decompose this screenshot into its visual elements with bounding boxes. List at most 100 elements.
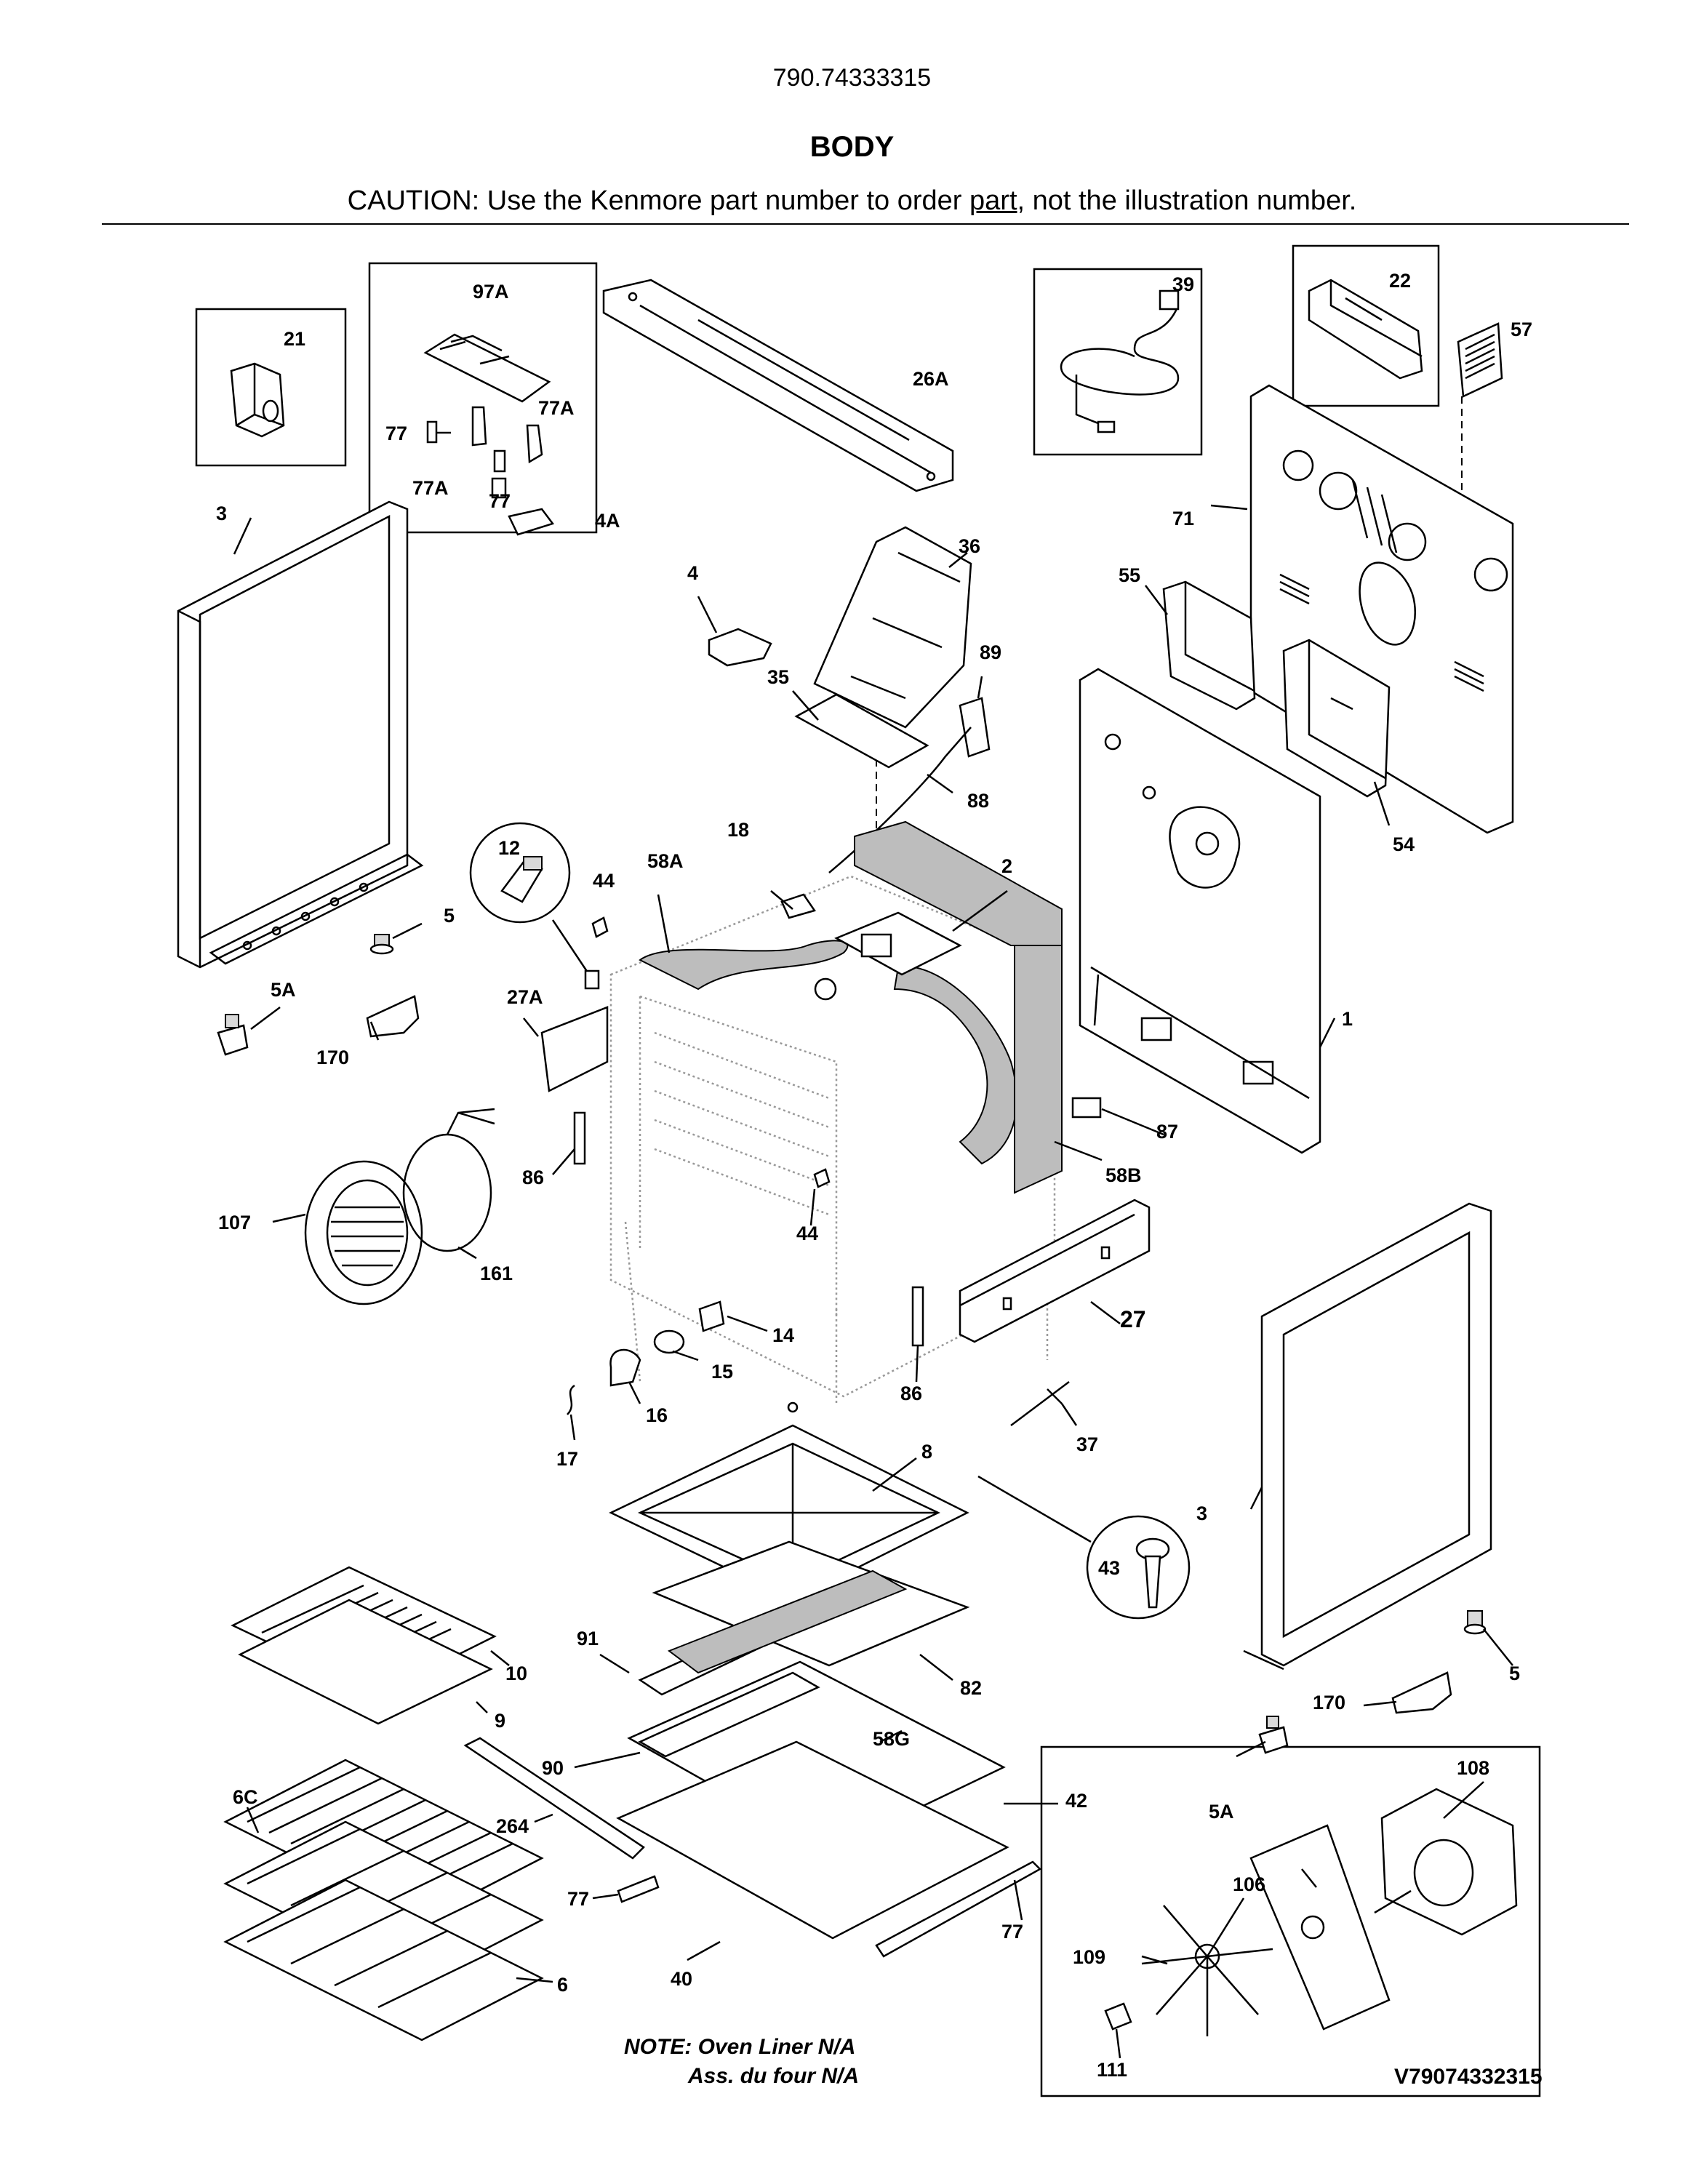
inset-box-22	[1292, 244, 1440, 407]
part-21-illustration	[230, 362, 285, 438]
callout-107: 107	[218, 1212, 251, 1233]
part-27-rail	[959, 1199, 1151, 1343]
caution-suffix: , not the illustration number.	[1017, 185, 1357, 216]
callout-36: 36	[959, 535, 980, 557]
callout-111: 111	[1097, 2059, 1127, 2081]
part-36-duct	[813, 526, 972, 844]
callout-22: 22	[1389, 270, 1411, 292]
callout-89: 89	[980, 641, 1001, 663]
part-86-hinge-receiver-left	[573, 1111, 586, 1165]
callout-58A: 58A	[647, 850, 684, 872]
callout-42: 42	[1065, 1790, 1087, 1812]
callout-170-right: 170	[1313, 1692, 1345, 1713]
callout-86-left: 86	[522, 1167, 544, 1188]
part-5A-bracket-right	[1258, 1716, 1289, 1754]
part-9-broiler-tray	[238, 1599, 493, 1725]
part-89-sensor	[828, 697, 991, 873]
callout-1: 1	[1342, 1008, 1353, 1030]
part-106-fan-bracket	[1249, 1824, 1391, 2031]
part-90-bracket	[638, 1671, 820, 1758]
caution-text: CAUTION: Use the Kenmore part number to …	[0, 185, 1704, 217]
part-107-fan-cover	[304, 1160, 423, 1305]
callout-16: 16	[646, 1404, 668, 1426]
part-40-drawer	[616, 1740, 1009, 1940]
caution-underlined-word: part	[969, 185, 1017, 216]
part-6-oven-rack	[223, 1820, 544, 2041]
callout-77-upper-right: 77	[489, 490, 511, 512]
part-35-gasket	[794, 693, 929, 769]
callout-54: 54	[1393, 833, 1415, 855]
callout-35: 35	[767, 666, 789, 688]
callout-12: 12	[498, 837, 520, 859]
part-16-lens	[609, 1348, 641, 1387]
callout-8: 8	[921, 1441, 932, 1463]
part-109-fan-blade	[1141, 1897, 1273, 2036]
part-54-bracket	[1282, 639, 1391, 798]
part-87-block	[1071, 1097, 1102, 1119]
part-55-shield	[1162, 580, 1256, 711]
part-3-side-panel-right	[1243, 1202, 1492, 1671]
callout-71: 71	[1172, 508, 1194, 529]
callout-37: 37	[1076, 1433, 1098, 1455]
part-43-screw	[977, 1475, 1170, 1609]
callout-170-left: 170	[316, 1047, 349, 1068]
callout-264: 264	[496, 1815, 529, 1837]
part-1-back-panel	[1079, 668, 1321, 1154]
callout-4: 4	[687, 562, 698, 584]
callout-4A: 4A	[595, 510, 620, 532]
callout-109: 109	[1073, 1946, 1105, 1968]
part-12-detail-circle	[469, 822, 571, 924]
callout-86-right: 86	[900, 1383, 922, 1404]
callout-3-left: 3	[216, 503, 227, 524]
part-170-hinge-right	[1391, 1671, 1452, 1714]
callout-108: 108	[1457, 1757, 1489, 1779]
callout-26A: 26A	[913, 368, 949, 390]
part-264-rail	[463, 1737, 645, 1860]
callout-14: 14	[772, 1324, 794, 1346]
callout-18: 18	[727, 819, 749, 841]
part-4-bracket	[708, 628, 772, 667]
callout-5-right: 5	[1509, 1663, 1520, 1684]
callout-77A-lower: 77A	[412, 477, 449, 499]
part-77-slide-right	[875, 1860, 1042, 1958]
part-15-bulb	[653, 1329, 685, 1354]
callout-57: 57	[1511, 319, 1532, 340]
part-5-leveler-right	[1463, 1610, 1487, 1635]
callout-21: 21	[284, 328, 305, 350]
oven-cavity	[609, 820, 1063, 1404]
callout-91: 91	[577, 1628, 599, 1649]
part-108-convection-motor	[1374, 1788, 1518, 1936]
inset-box-21	[195, 308, 347, 467]
callout-5A-left: 5A	[271, 979, 296, 1001]
callout-15: 15	[711, 1361, 733, 1383]
callout-43: 43	[1098, 1557, 1120, 1579]
callout-161: 161	[480, 1263, 513, 1284]
callout-106: 106	[1233, 1873, 1265, 1895]
part-170-hinge-left	[366, 995, 420, 1038]
part-97A-control-board	[423, 333, 555, 536]
part-5A-bracket-left	[217, 1014, 249, 1056]
part-39-power-cord	[1060, 289, 1180, 433]
callout-17: 17	[556, 1448, 578, 1470]
part-111-nut	[1104, 2002, 1132, 2031]
callout-77-lower-left: 77	[567, 1888, 589, 1910]
callout-44-lower: 44	[796, 1223, 818, 1244]
part-14-light-socket	[698, 1300, 725, 1332]
part-22-illustration	[1308, 279, 1423, 380]
callout-6: 6	[557, 1974, 568, 1996]
callout-55: 55	[1119, 564, 1140, 586]
callout-10: 10	[505, 1663, 527, 1684]
oven-liner-note: NOTE: Oven Liner N/A	[624, 2035, 856, 2059]
callout-44-upper: 44	[593, 870, 615, 892]
part-77-slide-left	[617, 1875, 660, 1903]
inset-box-97A	[368, 262, 598, 534]
model-number: 790.74333315	[772, 64, 932, 92]
callout-9: 9	[495, 1710, 505, 1732]
callout-40: 40	[671, 1968, 692, 1990]
callout-5-left: 5	[444, 905, 455, 927]
part-5-leveler-left	[369, 934, 394, 955]
callout-27A: 27A	[507, 986, 543, 1008]
callout-6C: 6C	[233, 1786, 258, 1808]
callout-39: 39	[1172, 273, 1194, 295]
